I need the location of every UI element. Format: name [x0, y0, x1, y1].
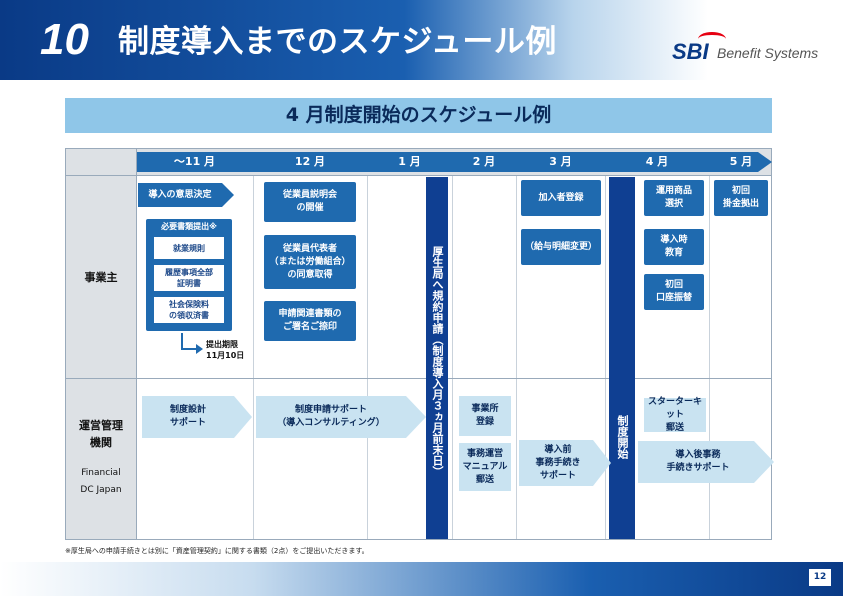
grid-line [709, 175, 710, 539]
row-label-column [66, 149, 136, 539]
design-support-arrow [142, 396, 252, 438]
grid-line [452, 175, 453, 539]
pre-support-arrow [519, 440, 611, 486]
manual-box: 事務運営 マニュアル 郵送 [459, 443, 511, 491]
footnote: ※厚生局への申請手続きとは別に「資産管理契約」に関する書類（2点）をご提出いただ… [65, 547, 369, 555]
logo-name: Benefit Systems [717, 45, 819, 61]
schedule-table: 〜11 月 12 月 1 月 2 月 3 月 4 月 5 月 事業主 運営管理 … [65, 148, 774, 540]
decision-label: 導入の意思決定 [148, 189, 212, 200]
pre-support-label: 導入前 事務手続き サポート [535, 444, 581, 481]
consent-box: 従業員代表者 （または労働組合） の同意取得 [264, 235, 356, 289]
apply-support-arrow [256, 396, 426, 438]
month-timeline-arrow [136, 152, 772, 172]
document-item: 社会保険料 の領収済書 [154, 297, 224, 323]
decision-arrow [138, 183, 234, 207]
grid-line [516, 175, 517, 539]
row-label-admin: 運営管理 [79, 419, 123, 432]
grid-line [66, 175, 771, 176]
row-label-employer: 事業主 [84, 271, 118, 284]
start-bar-label: 制度開始 [616, 415, 629, 459]
first-debit-box: 初回 口座振替 [644, 274, 704, 310]
schedule-subtitle: 4 月制度開始のスケジュール例 [65, 98, 772, 133]
page-title: 制度導入までのスケジュール例 [118, 24, 557, 60]
application-bar-label: 厚生局へ規約申請（制度導入月３ヵ月前末日） [431, 245, 444, 477]
month-label: 3 月 [549, 155, 572, 168]
briefing-box: 従業員説明会 の開催 [264, 182, 356, 222]
office-registration-box: 事業所 登録 [459, 396, 511, 436]
training-box: 導入時 教育 [644, 229, 704, 265]
enroll-box: 加入者登録 [521, 180, 601, 216]
documents-title: 必要書類提出※ [161, 222, 217, 231]
first-contribution-box: 初回 掛金拠出 [714, 180, 768, 216]
row-label-company: DC Japan [80, 485, 122, 495]
post-support-label: 導入後事務 手続きサポート [666, 450, 730, 473]
row-label-admin: 機関 [90, 436, 112, 449]
grid-line [253, 175, 254, 539]
grid-line [136, 149, 137, 539]
grid-line [367, 175, 368, 539]
page-number: 12 [809, 569, 831, 586]
design-support-label: 制度設計 サポート [169, 405, 206, 428]
company-logo: SBI Benefit Systems [672, 32, 832, 70]
month-label: 1 月 [398, 155, 421, 168]
month-label: 5 月 [729, 155, 753, 168]
footer-banner [0, 562, 843, 596]
sign-box: 申請関連書類の ご署名ご捺印 [264, 301, 356, 341]
logo-brand: SBI [672, 39, 709, 64]
product-select-box: 運用商品 選択 [644, 180, 704, 216]
starter-kit-box: スターターキット 郵送 [644, 397, 706, 433]
month-label: 4 月 [645, 155, 669, 168]
month-label: 2 月 [472, 155, 496, 168]
grid-line [66, 378, 771, 379]
apply-support-label: 制度申請サポート （導入コンサルティング） [277, 405, 385, 428]
document-item: 履歴事項全部 証明書 [154, 265, 224, 291]
start-bar: 制度開始 [609, 177, 635, 539]
document-item: 就業規則 [154, 237, 224, 259]
deadline-arrow-icon [181, 333, 203, 354]
section-number: 10 [40, 15, 89, 64]
logo-arc-icon [698, 32, 726, 46]
row-label-company: Financial [81, 468, 121, 478]
application-bar: 厚生局へ規約申請（制度導入月３ヵ月前末日） [426, 177, 448, 539]
deadline-label: 提出期限 11月10日 [206, 340, 245, 360]
month-label: 〜11 月 [173, 155, 216, 168]
pay-change-box: （給与明細変更） [521, 229, 601, 265]
post-support-arrow [638, 441, 774, 483]
month-label: 12 月 [294, 155, 326, 168]
grid-line [605, 175, 606, 539]
